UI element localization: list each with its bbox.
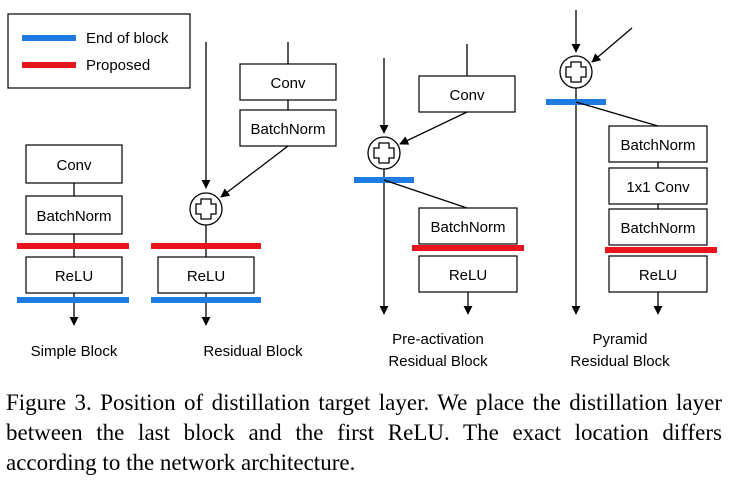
residual-relu-label: ReLU: [187, 268, 225, 285]
pyramid-batchnorm-bottom-box: [608, 208, 708, 246]
preact-relu-box: [418, 255, 518, 293]
figure-caption: Figure 3. Position of distillation targe…: [6, 390, 722, 475]
residual-conv-label: Conv: [270, 75, 306, 92]
legend-end-of-block-label: End of block: [86, 30, 169, 47]
preact-block-label-line1: Pre-activation: [392, 331, 484, 348]
simple-conv-label: Conv: [56, 157, 92, 174]
pyramid-block-label-line1: Pyramid: [592, 331, 647, 348]
residual-add-icon: [189, 192, 223, 226]
legend-proposed-label: Proposed: [86, 57, 150, 74]
preact-branch-arrow: [399, 111, 468, 145]
pyramid-relu-box: [608, 255, 708, 293]
residual-batchnorm-box: [239, 109, 337, 147]
pyramid-residual-line: [575, 101, 659, 127]
preact-relu-label: ReLU: [449, 267, 487, 284]
simple-block: Conv BatchNorm ReLU Simple Block: [17, 144, 129, 360]
residual-batchnorm-label: BatchNorm: [250, 121, 325, 138]
residual-branch-arrow: [220, 145, 289, 198]
pyramid-batchnorm-top-label: BatchNorm: [620, 137, 695, 154]
pyramid-block-label-line2: Residual Block: [570, 353, 670, 370]
simple-block-label: Simple Block: [31, 343, 118, 360]
simple-batchnorm-box: [25, 195, 123, 235]
distillation-position-diagram: End of block Proposed Conv BatchNorm ReL…: [7, 10, 717, 370]
residual-block: Conv BatchNorm ReLU Residual Block: [151, 42, 337, 360]
simple-conv-box: [25, 144, 123, 184]
simple-relu-box: [25, 256, 123, 294]
preact-add-icon: [367, 136, 401, 170]
pyramid-conv1x1-label: 1x1 Conv: [626, 179, 690, 196]
pyramid-batchnorm-top-box: [608, 125, 708, 163]
preact-conv-label: Conv: [449, 87, 485, 104]
preact-residual-line: [383, 179, 468, 209]
preact-block: Conv BatchNorm ReLU Pre-activation Resid…: [354, 44, 524, 370]
legend: End of block Proposed: [7, 13, 191, 89]
pyramid-conv1x1-box: [608, 167, 708, 205]
pyramid-block: BatchNorm 1x1 Conv BatchNorm ReLU Pyrami…: [546, 10, 717, 370]
simple-relu-label: ReLU: [55, 268, 93, 285]
legend-frame: [7, 13, 191, 89]
preact-block-label-line2: Residual Block: [388, 353, 488, 370]
preact-batchnorm-label: BatchNorm: [430, 219, 505, 236]
pyramid-batchnorm-bottom-label: BatchNorm: [620, 220, 695, 237]
pyramid-relu-label: ReLU: [639, 267, 677, 284]
simple-batchnorm-label: BatchNorm: [36, 208, 111, 225]
residual-block-label: Residual Block: [203, 343, 303, 360]
pyramid-branch-arrow: [591, 27, 633, 63]
preact-batchnorm-box: [418, 207, 518, 245]
pyramid-add-icon: [559, 55, 593, 89]
